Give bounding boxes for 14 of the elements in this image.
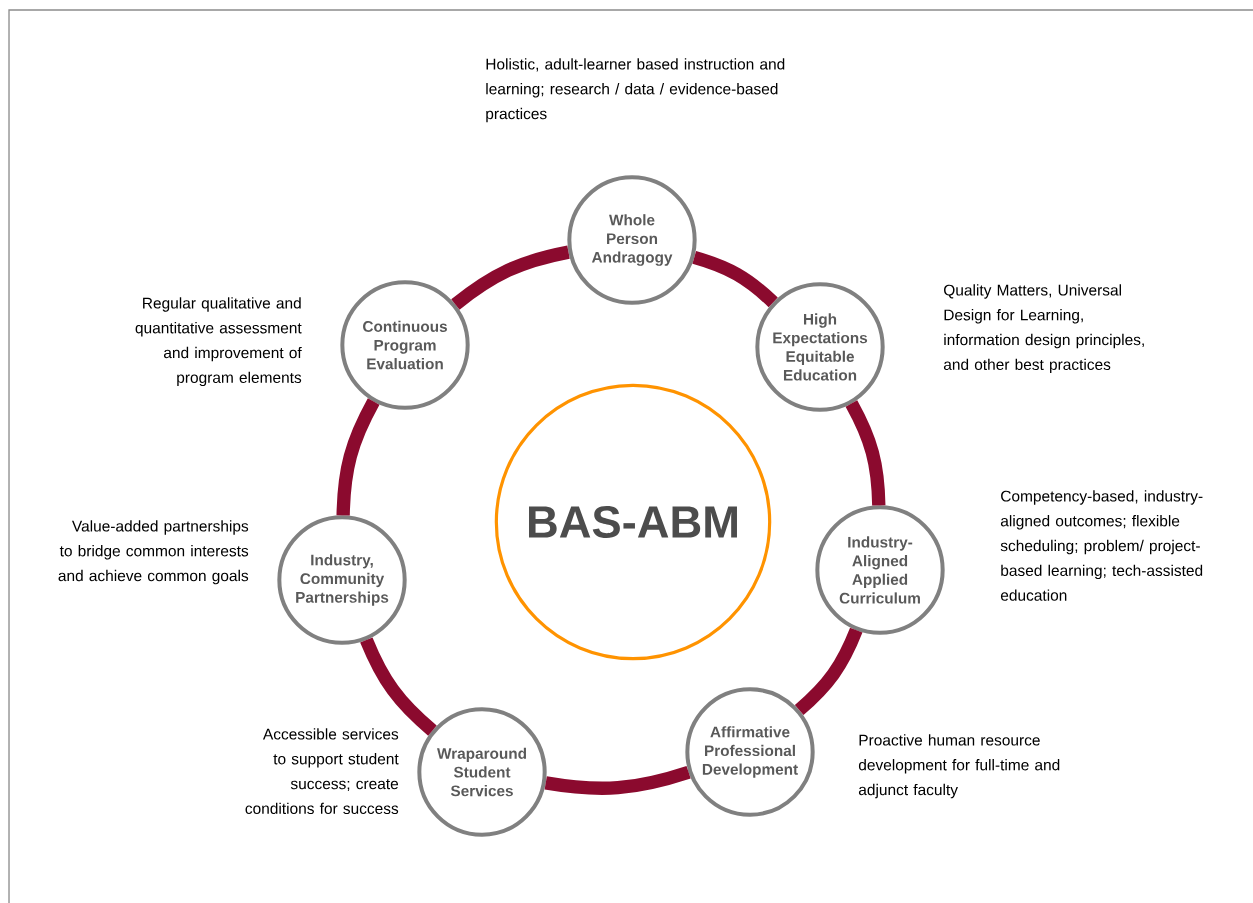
ring-segment	[794, 627, 863, 716]
description-text: Competency-based, industry-aligned outcomes; flexible scheduling; problem/ project-based learning; tech-assisted education	[1000, 490, 1203, 601]
description-text: Proactive human resource development for full-time and adjunct faculty	[858, 734, 1060, 799]
ring-segment	[360, 637, 437, 736]
ring-segment	[845, 400, 886, 506]
ring-segment	[544, 765, 691, 795]
description-text: Accessible services to support student success; create conditions for success	[245, 728, 399, 814]
description-text: Regular qualitative and quantitative assessment and improvement of program elements	[135, 297, 302, 387]
description-text: Value-added partnerships to bridge common interests and achieve common goals	[58, 520, 249, 585]
ring-segment	[336, 398, 380, 516]
description-text: Quality Matters, Universal Design for Learning, information design principles, and other best practices	[943, 284, 1144, 374]
description-text: Holistic, adult-learner based instruction and learning; research / data / evidence-based practices	[486, 58, 785, 123]
ring-segment	[451, 245, 570, 310]
ring-segment	[692, 251, 778, 308]
